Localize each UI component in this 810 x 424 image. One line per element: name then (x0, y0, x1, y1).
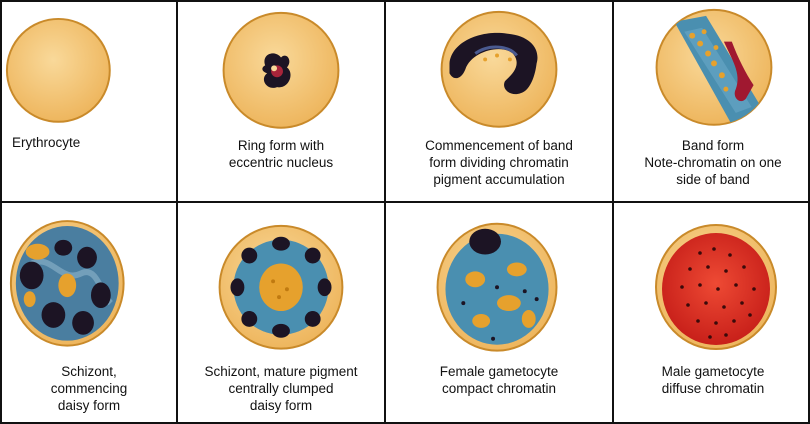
caption-ring-form: Ring form with eccentric nucleus (182, 137, 380, 171)
caption-male-gametocyte: Male gametocyte diffuse chromatin (618, 363, 808, 397)
panel-schizont-mature: Schizont, mature pigment centrally clump… (178, 203, 386, 422)
caption-commencement-band: Commencement of band form dividing chrom… (390, 137, 608, 188)
panel-commencement-band: Commencement of band form dividing chrom… (386, 2, 614, 203)
panel-band-form: Band form Note-chromatin on one side of … (614, 2, 810, 203)
caption-band-form: Band form Note-chromatin on one side of … (618, 137, 808, 188)
panel-ring-form: Ring form with eccentric nucleus (178, 2, 386, 203)
panel-female-gametocyte: Female gametocyte compact chromatin (386, 203, 614, 422)
panel-erythrocyte: Erythrocyte (2, 2, 178, 203)
ring-form-illustration (178, 2, 384, 201)
caption-female-gametocyte: Female gametocyte compact chromatin (390, 363, 608, 397)
erythrocyte-illustration (2, 2, 176, 201)
caption-schizont-commencing: Schizont, commencing daisy form (6, 363, 172, 414)
caption-erythrocyte: Erythrocyte (12, 134, 172, 151)
panel-schizont-commencing: Schizont, commencing daisy form (2, 203, 178, 422)
panel-male-gametocyte: Male gametocyte diffuse chromatin (614, 203, 810, 422)
caption-schizont-mature: Schizont, mature pigment centrally clump… (182, 363, 380, 414)
